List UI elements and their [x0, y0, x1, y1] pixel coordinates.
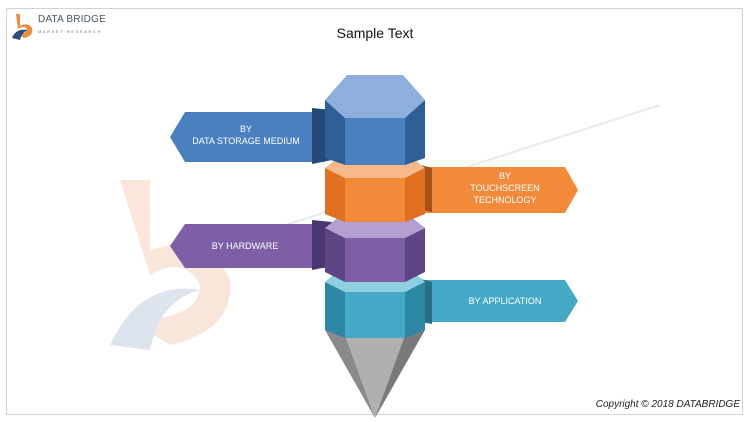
- logo: DATA BRIDGE MARKET RESEARCH: [10, 12, 120, 42]
- segment-label: BY: [240, 124, 252, 134]
- segment-label: TOUCHSCREEN: [470, 183, 539, 193]
- segment-label: BY HARDWARE: [212, 241, 279, 251]
- segment-application: BY APPLICATION: [325, 264, 578, 338]
- segment-label: DATA STORAGE MEDIUM: [192, 136, 300, 146]
- segment-data-storage: BY DATA STORAGE MEDIUM: [170, 75, 425, 165]
- watermark-logo-icon: [120, 180, 231, 345]
- page-title: Sample Text: [336, 25, 414, 41]
- logo-subtitle: MARKET RESEARCH: [38, 29, 102, 34]
- segment-label: BY APPLICATION: [469, 296, 542, 306]
- segment-label: BY: [499, 171, 511, 181]
- segment-label: TECHNOLOGY: [473, 195, 536, 205]
- copyright: Copyright © 2018 DATABRIDGE: [595, 399, 740, 410]
- logo-icon: [12, 14, 33, 40]
- pencil-tip: [325, 330, 425, 418]
- logo-name: DATA BRIDGE: [38, 14, 106, 25]
